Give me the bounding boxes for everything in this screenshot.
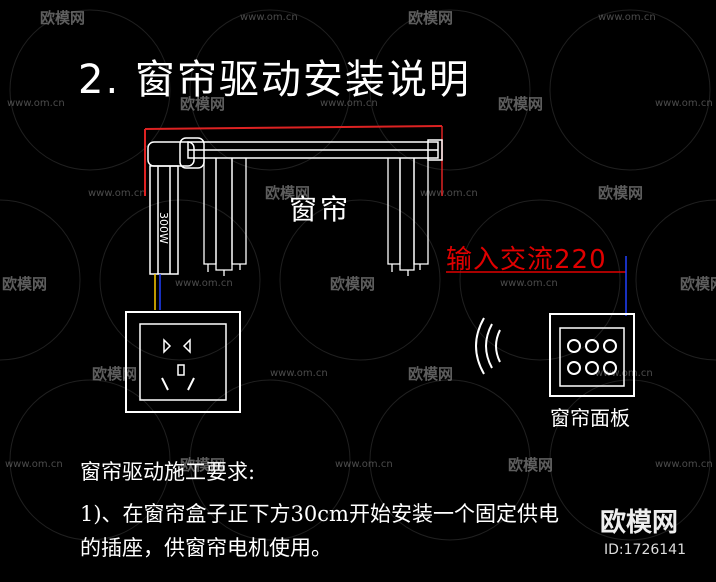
- requirements-heading: 窗帘驱动施工要求:: [80, 460, 256, 484]
- curtain-left: [203, 158, 247, 276]
- motor-label: 300W: [157, 212, 170, 244]
- watermark-logo: 欧模网: [600, 508, 679, 538]
- wireless-signal-icon: [475, 317, 501, 375]
- watermark-brand: 欧模网: [265, 184, 311, 202]
- watermark-brand: 欧模网: [330, 275, 376, 293]
- curtain-right: [387, 158, 429, 276]
- watermark-brand: 欧模网: [180, 456, 226, 474]
- watermark-brand: 欧模网: [680, 275, 716, 293]
- watermark-site: www.om.cn: [175, 278, 233, 289]
- watermark-site: www.om.cn: [88, 188, 146, 199]
- motor-cable: [154, 274, 161, 310]
- watermark-brand: 欧模网: [2, 275, 48, 293]
- watermark-id: ID:1726141: [604, 542, 686, 558]
- watermark-brand: 欧模网: [40, 9, 86, 27]
- power-wire: [446, 256, 627, 316]
- watermark-site: www.om.cn: [270, 368, 328, 379]
- watermark-site: www.om.cn: [420, 188, 478, 199]
- page-title: 2. 窗帘驱动安装说明: [78, 57, 471, 103]
- wall-socket: [125, 311, 241, 413]
- watermark-site: www.om.cn: [7, 98, 65, 109]
- control-panel-label: 窗帘面板: [550, 406, 630, 430]
- requirement-line-2: 的插座，供窗帘电机使用。: [80, 536, 332, 560]
- watermark-brand: 欧模网: [180, 95, 226, 113]
- watermark-brand: 欧模网: [598, 184, 644, 202]
- curtain-rail: [187, 139, 443, 161]
- watermark-brand: 欧模网: [408, 9, 454, 27]
- watermark-brand: 欧模网: [498, 95, 544, 113]
- curtain-motor: [147, 137, 205, 275]
- watermark-site: www.om.cn: [320, 98, 378, 109]
- watermark-site: www.om.cn: [240, 12, 298, 23]
- control-panel: [549, 313, 635, 397]
- watermark-brand: 欧模网: [408, 365, 454, 383]
- watermark-site: www.om.cn: [598, 12, 656, 23]
- curtain-box: [144, 125, 443, 196]
- watermark-site: www.om.cn: [500, 278, 558, 289]
- watermark-site: www.om.cn: [5, 459, 63, 470]
- power-input-label: 输入交流220: [446, 245, 607, 275]
- requirement-line-1: 1)、在窗帘盒子正下方30cm开始安装一个固定供电: [80, 502, 559, 526]
- watermark-site: www.om.cn: [335, 459, 393, 470]
- watermark-site: www.om.cn: [655, 98, 713, 109]
- curtain-label: 窗帘: [289, 193, 352, 226]
- watermark-site: www.om.cn: [655, 459, 713, 470]
- watermark-brand: 欧模网: [508, 456, 554, 474]
